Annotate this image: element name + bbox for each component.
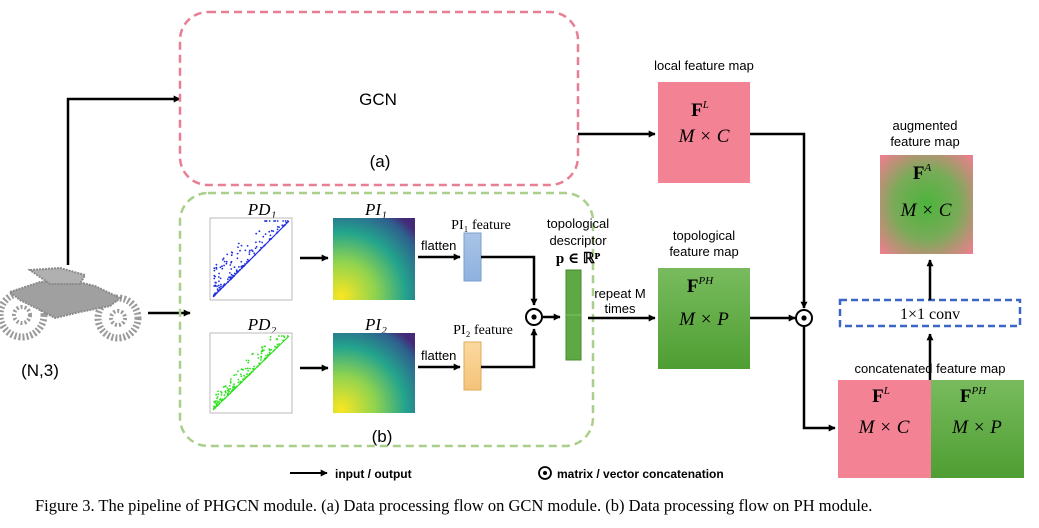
concat-left-dims: M × C bbox=[858, 417, 910, 438]
concat-symbol-1 bbox=[525, 308, 543, 326]
pi1-feature-to-concat-arrow bbox=[481, 255, 538, 306]
local-feature-dims: M × C bbox=[678, 126, 730, 147]
concat-symbol-2 bbox=[795, 309, 813, 327]
pi1-image bbox=[333, 218, 415, 300]
descriptor-label-line2: descriptor bbox=[549, 233, 607, 248]
concat-left-symbol: FL bbox=[872, 385, 890, 407]
concat-right-symbol: FPH bbox=[960, 385, 987, 407]
concat-right-box bbox=[931, 380, 1024, 478]
pi2-image bbox=[333, 333, 415, 413]
input-to-gcn-arrow bbox=[66, 95, 181, 265]
augmented-title-1: augmented bbox=[892, 118, 957, 133]
gcn-tag: (a) bbox=[370, 152, 391, 171]
gcn-module-box bbox=[178, 10, 580, 187]
local-to-concat-arrow bbox=[750, 132, 808, 309]
flatten-label-2: flatten bbox=[421, 348, 456, 363]
pd1-label: PD₁ bbox=[247, 200, 277, 219]
topo-feature-symbol: FPH bbox=[687, 275, 714, 297]
descriptor-formula: p ∈ ℝᴾ bbox=[556, 251, 601, 267]
pi2-feature-bar bbox=[463, 341, 482, 391]
repeat-label-line1: repeat M bbox=[594, 286, 645, 301]
augmented-dims: M × C bbox=[900, 200, 952, 221]
repeat-label-line2: times bbox=[604, 301, 636, 316]
local-feature-symbol: FL bbox=[691, 99, 709, 121]
concat-to-concatenated-arrow bbox=[802, 327, 836, 432]
pd2-label: PD₂ bbox=[247, 315, 277, 334]
conv-label: 1×1 conv bbox=[900, 306, 960, 323]
topo-feature-dims: M × P bbox=[678, 309, 729, 330]
topo-feature-map-box bbox=[658, 268, 750, 369]
augmented-symbol: FA bbox=[913, 162, 932, 184]
topo-feature-map-title-1: topological bbox=[673, 228, 735, 243]
concat-left-box bbox=[838, 380, 931, 478]
pi1-feature-label: PI₁ feature bbox=[451, 218, 511, 233]
motorcycle-point-cloud-icon bbox=[0, 266, 142, 342]
pd2-points bbox=[212, 335, 290, 411]
legend-io-label: input / output bbox=[335, 467, 412, 481]
ph-module-box bbox=[178, 191, 595, 448]
pi2-feature-label: PI₂ feature bbox=[453, 323, 513, 338]
legend-concat-label: matrix / vector concatenation bbox=[557, 467, 724, 481]
topo-feature-map-title-2: feature map bbox=[669, 244, 738, 259]
pi1-feature-bar bbox=[463, 232, 482, 282]
legend-concat-symbol bbox=[538, 466, 552, 480]
local-feature-map-title: local feature map bbox=[654, 58, 754, 73]
descriptor-label-line1: topological bbox=[547, 216, 609, 231]
flatten-label-1: flatten bbox=[421, 238, 456, 253]
pi2-label: PI₂ bbox=[364, 315, 387, 334]
augmented-title-2: feature map bbox=[890, 134, 959, 149]
augmented-feature-map-box bbox=[880, 155, 973, 254]
pi1-label: PI₁ bbox=[364, 200, 387, 219]
local-feature-map-box bbox=[658, 82, 750, 183]
input-shape-label: (N,3) bbox=[21, 361, 59, 380]
ph-tag: (b) bbox=[372, 427, 393, 446]
concat-right-dims: M × P bbox=[951, 417, 1002, 438]
gcn-title: GCN bbox=[359, 90, 397, 109]
figure-caption: Figure 3. The pipeline of PHGCN module. … bbox=[35, 496, 872, 515]
pi2-feature-to-concat-arrow bbox=[481, 328, 538, 369]
pd1-points bbox=[212, 220, 290, 298]
